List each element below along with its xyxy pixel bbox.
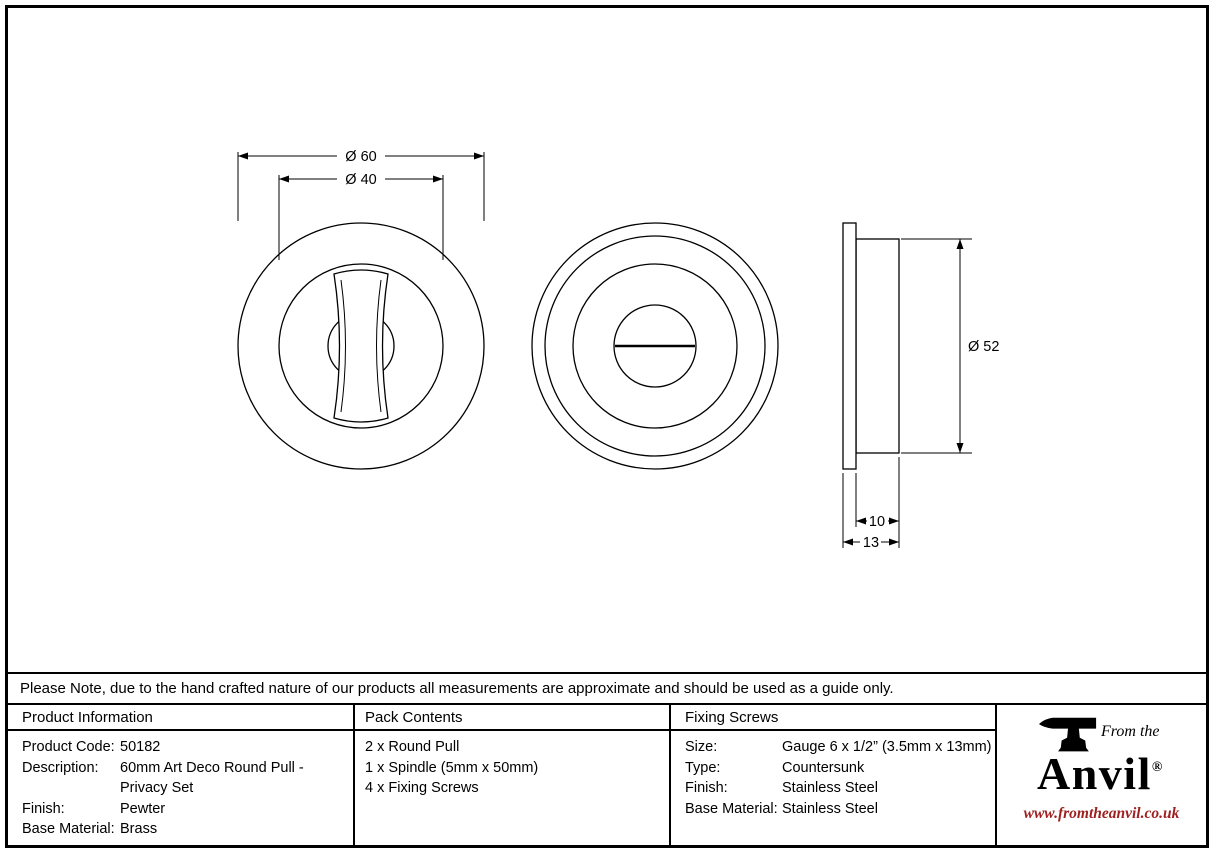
registered-mark: ® bbox=[1151, 760, 1163, 775]
product-code-row: Product Code: 50182 bbox=[22, 737, 350, 758]
front-recess-circle bbox=[278, 263, 444, 429]
front-outer-circle bbox=[237, 222, 485, 470]
screw-base-material-value: Stainless Steel bbox=[782, 800, 878, 817]
logo-brand-text: Anvil bbox=[1037, 748, 1152, 799]
dim-front-inner: Ø 40 bbox=[278, 171, 444, 260]
dim-side-total-depth: 13 bbox=[842, 473, 899, 551]
product-information-column: Product Information Product Code: 50182 … bbox=[8, 705, 353, 845]
dim-label-13: 13 bbox=[863, 535, 879, 551]
product-information-body: Product Code: 50182 Description: 60mm Ar… bbox=[8, 731, 353, 840]
side-body-rect bbox=[855, 238, 900, 454]
base-material-label: Base Material: bbox=[22, 821, 115, 838]
thumbturn-facet-right bbox=[376, 279, 382, 413]
screw-size-row: Size: Gauge 6 x 1/2” (3.5mm x 13mm) bbox=[685, 737, 992, 758]
measurement-note-text: Please Note, due to the hand crafted nat… bbox=[20, 680, 894, 697]
fixing-screws-header: Fixing Screws bbox=[671, 705, 995, 731]
pack-item: 1 x Spindle (5mm x 50mm) bbox=[365, 759, 539, 776]
dim-side-diameter: Ø 52 bbox=[901, 238, 999, 454]
logo-brand: Anvil® bbox=[1037, 751, 1162, 797]
drawing-area: Ø 60 Ø 40 bbox=[8, 8, 1206, 672]
thumbturn-facet-left bbox=[340, 279, 346, 413]
logo-tagline: From the bbox=[1101, 723, 1160, 740]
side-flange-rect bbox=[842, 222, 857, 470]
anvil-icon bbox=[1039, 717, 1097, 752]
info-table: Product Information Product Code: 50182 … bbox=[8, 705, 1206, 845]
fixing-screws-column: Fixing Screws Size: Gauge 6 x 1/2” (3.5m… bbox=[669, 705, 995, 845]
coin-turn-circle bbox=[613, 304, 697, 388]
screw-type-value: Countersunk bbox=[782, 759, 865, 776]
finish-label: Finish: bbox=[22, 800, 65, 817]
base-material-row: Base Material: Brass bbox=[22, 819, 350, 840]
dim-label-40: Ø 40 bbox=[345, 172, 376, 188]
screw-finish-label: Finish: bbox=[685, 780, 728, 797]
dim-label-10: 10 bbox=[869, 514, 885, 530]
pack-contents-column: Pack Contents 2 x Round Pull 1 x Spindle… bbox=[353, 705, 669, 845]
back-view-drawing bbox=[531, 222, 779, 470]
screw-base-material-row: Base Material: Stainless Steel bbox=[685, 799, 992, 820]
technical-drawing: Ø 60 Ø 40 bbox=[237, 147, 999, 551]
brand-logo-area: From the Anvil® www.fromtheanvil.co.uk bbox=[995, 705, 1206, 845]
pack-item: 4 x Fixing Screws bbox=[365, 780, 479, 797]
side-view-drawing bbox=[842, 222, 900, 470]
screw-finish-value: Stainless Steel bbox=[782, 780, 878, 797]
screw-type-label: Type: bbox=[685, 759, 721, 776]
screw-finish-row: Finish: Stainless Steel bbox=[685, 778, 992, 799]
pack-contents-body: 2 x Round Pull 1 x Spindle (5mm x 50mm) … bbox=[355, 731, 669, 799]
dim-front-outer: Ø 60 bbox=[237, 147, 485, 221]
product-information-header: Product Information bbox=[8, 705, 353, 731]
fixing-screws-body: Size: Gauge 6 x 1/2” (3.5mm x 13mm) Type… bbox=[671, 731, 995, 819]
dim-side-body-depth: 10 bbox=[855, 457, 900, 548]
product-code-value: 50182 bbox=[120, 739, 161, 755]
back-recess-circle bbox=[572, 263, 738, 429]
description-row: Description: 60mm Art Deco Round Pull - … bbox=[22, 758, 350, 799]
back-rim-circle bbox=[544, 235, 766, 457]
measurement-note-row: Please Note, due to the hand crafted nat… bbox=[8, 672, 1206, 705]
description-label: Description: bbox=[22, 759, 99, 776]
description-value: 60mm Art Deco Round Pull - Privacy Set bbox=[120, 759, 304, 797]
front-view-drawing bbox=[237, 222, 485, 470]
back-outer-circle bbox=[531, 222, 779, 470]
screw-type-row: Type: Countersunk bbox=[685, 758, 992, 779]
base-material-value: Brass bbox=[120, 821, 158, 838]
screw-size-value: Gauge 6 x 1/2” (3.5mm x 13mm) bbox=[782, 739, 992, 755]
pack-contents-header: Pack Contents bbox=[355, 705, 669, 731]
dim-label-60: Ø 60 bbox=[345, 149, 376, 165]
screw-base-material-label: Base Material: bbox=[685, 800, 778, 817]
finish-row: Finish: Pewter bbox=[22, 799, 350, 820]
logo-url: www.fromtheanvil.co.uk bbox=[1023, 805, 1180, 822]
dim-label-52: Ø 52 bbox=[968, 339, 999, 355]
finish-value: Pewter bbox=[120, 800, 166, 817]
thumbturn-outline bbox=[333, 269, 389, 423]
product-code-label: Product Code: bbox=[22, 739, 115, 755]
sheet-frame: Ø 60 Ø 40 bbox=[5, 5, 1209, 848]
pack-item: 2 x Round Pull bbox=[365, 739, 460, 755]
screw-size-label: Size: bbox=[685, 739, 718, 755]
